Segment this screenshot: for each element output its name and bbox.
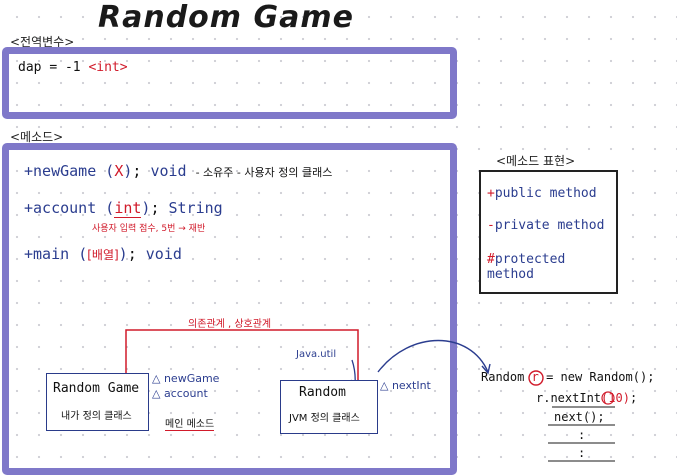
- class-box-randomgame: Random Game 내가 정의 클래스: [46, 373, 149, 431]
- public-symbol: +: [24, 245, 34, 263]
- method-param: int: [114, 199, 142, 218]
- code-line-5: :: [578, 446, 586, 460]
- dependency-line: [125, 329, 359, 383]
- globals-section-label: <전역변수>: [10, 35, 75, 49]
- main-method-label: 메인 메소드: [165, 415, 215, 431]
- methods-box: [2, 143, 457, 475]
- relation-label: 의존관계 , 상호관계: [188, 319, 272, 330]
- code-type: Random: [481, 370, 525, 384]
- class-description: JVM 정의 클래스: [289, 413, 360, 424]
- method-name: account: [33, 199, 97, 217]
- method-param: X: [114, 162, 124, 180]
- paren-close: ): [123, 162, 133, 180]
- class-name: Random Game: [53, 381, 140, 396]
- paren-close: ): [141, 199, 151, 217]
- code-line-1: Random r = new Random();: [481, 370, 654, 384]
- method-main: +main ([배열]); void: [24, 245, 182, 263]
- code-arrow: [377, 339, 489, 373]
- code-var: r.: [536, 391, 551, 405]
- paren-close: ): [118, 245, 128, 263]
- legend-symbol: -: [487, 218, 495, 233]
- globals-box: [2, 47, 457, 119]
- method-name: newGame: [33, 162, 97, 180]
- legend-protected: #protected method: [487, 252, 616, 282]
- method-notation-label: <메소드 표현>: [496, 154, 576, 168]
- public-symbol: +: [24, 162, 34, 180]
- return-type: void: [150, 162, 187, 180]
- paren-open: (: [78, 245, 88, 263]
- legend-public: +public method: [487, 186, 597, 201]
- class1-member-newgame: △ newGame: [152, 372, 220, 385]
- paren-open: (: [105, 199, 115, 217]
- code-var: r: [531, 370, 539, 384]
- class-box-random: Random JVM 정의 클래스: [280, 380, 378, 434]
- code-end: ;: [629, 391, 638, 405]
- package-label: Java.util: [296, 349, 337, 360]
- legend-label: protected method: [487, 252, 566, 282]
- var-initial-value: = -1: [49, 60, 81, 75]
- var-type: <int>: [88, 60, 128, 75]
- return-type: String: [168, 199, 223, 217]
- code-line-4: :: [578, 428, 586, 442]
- legend-symbol: #: [487, 252, 495, 267]
- code-arg: (10): [601, 391, 630, 405]
- legend-label: private method: [494, 218, 605, 233]
- arg-circle: [601, 391, 615, 405]
- var-circle: [528, 370, 544, 386]
- class1-member-account: △ account: [152, 387, 208, 400]
- class-description: 내가 정의 클래스: [61, 411, 132, 422]
- return-type: void: [145, 245, 182, 263]
- legend-symbol: +: [487, 186, 495, 201]
- public-symbol: +: [24, 199, 34, 217]
- methods-section-label: <메소드>: [10, 130, 64, 144]
- method-note: - 소유주 - 사용자 정의 클래스: [195, 166, 333, 179]
- code-call: nextInt: [550, 391, 602, 405]
- semicolon: ;: [132, 162, 142, 180]
- code-line-2: r.nextInt(10);: [536, 391, 637, 405]
- var-name: dap: [18, 60, 42, 75]
- method-name: main: [33, 245, 70, 263]
- code-expr: = new Random();: [546, 370, 655, 384]
- code-line-3: next();: [554, 410, 605, 424]
- page-title: Random Game: [98, 0, 354, 35]
- class-name: Random: [299, 385, 346, 400]
- paren-open: (: [105, 162, 115, 180]
- method-param: [배열]: [87, 248, 119, 262]
- method-notation-box: +public method -private method #protecte…: [479, 170, 618, 294]
- semicolon: ;: [150, 199, 160, 217]
- legend-private: -private method: [487, 218, 604, 233]
- semicolon: ;: [127, 245, 137, 263]
- global-variable: dap = -1 <int>: [18, 60, 128, 75]
- legend-label: public method: [494, 186, 597, 201]
- method-newgame: +newGame (X); void - 소유주 - 사용자 정의 클래스: [24, 162, 332, 180]
- method-account-note: 사용자 입력 점수, 5번 → 재반: [92, 224, 206, 234]
- class2-member-nextint: △ nextInt: [380, 379, 431, 392]
- method-account: +account (int); String: [24, 199, 223, 218]
